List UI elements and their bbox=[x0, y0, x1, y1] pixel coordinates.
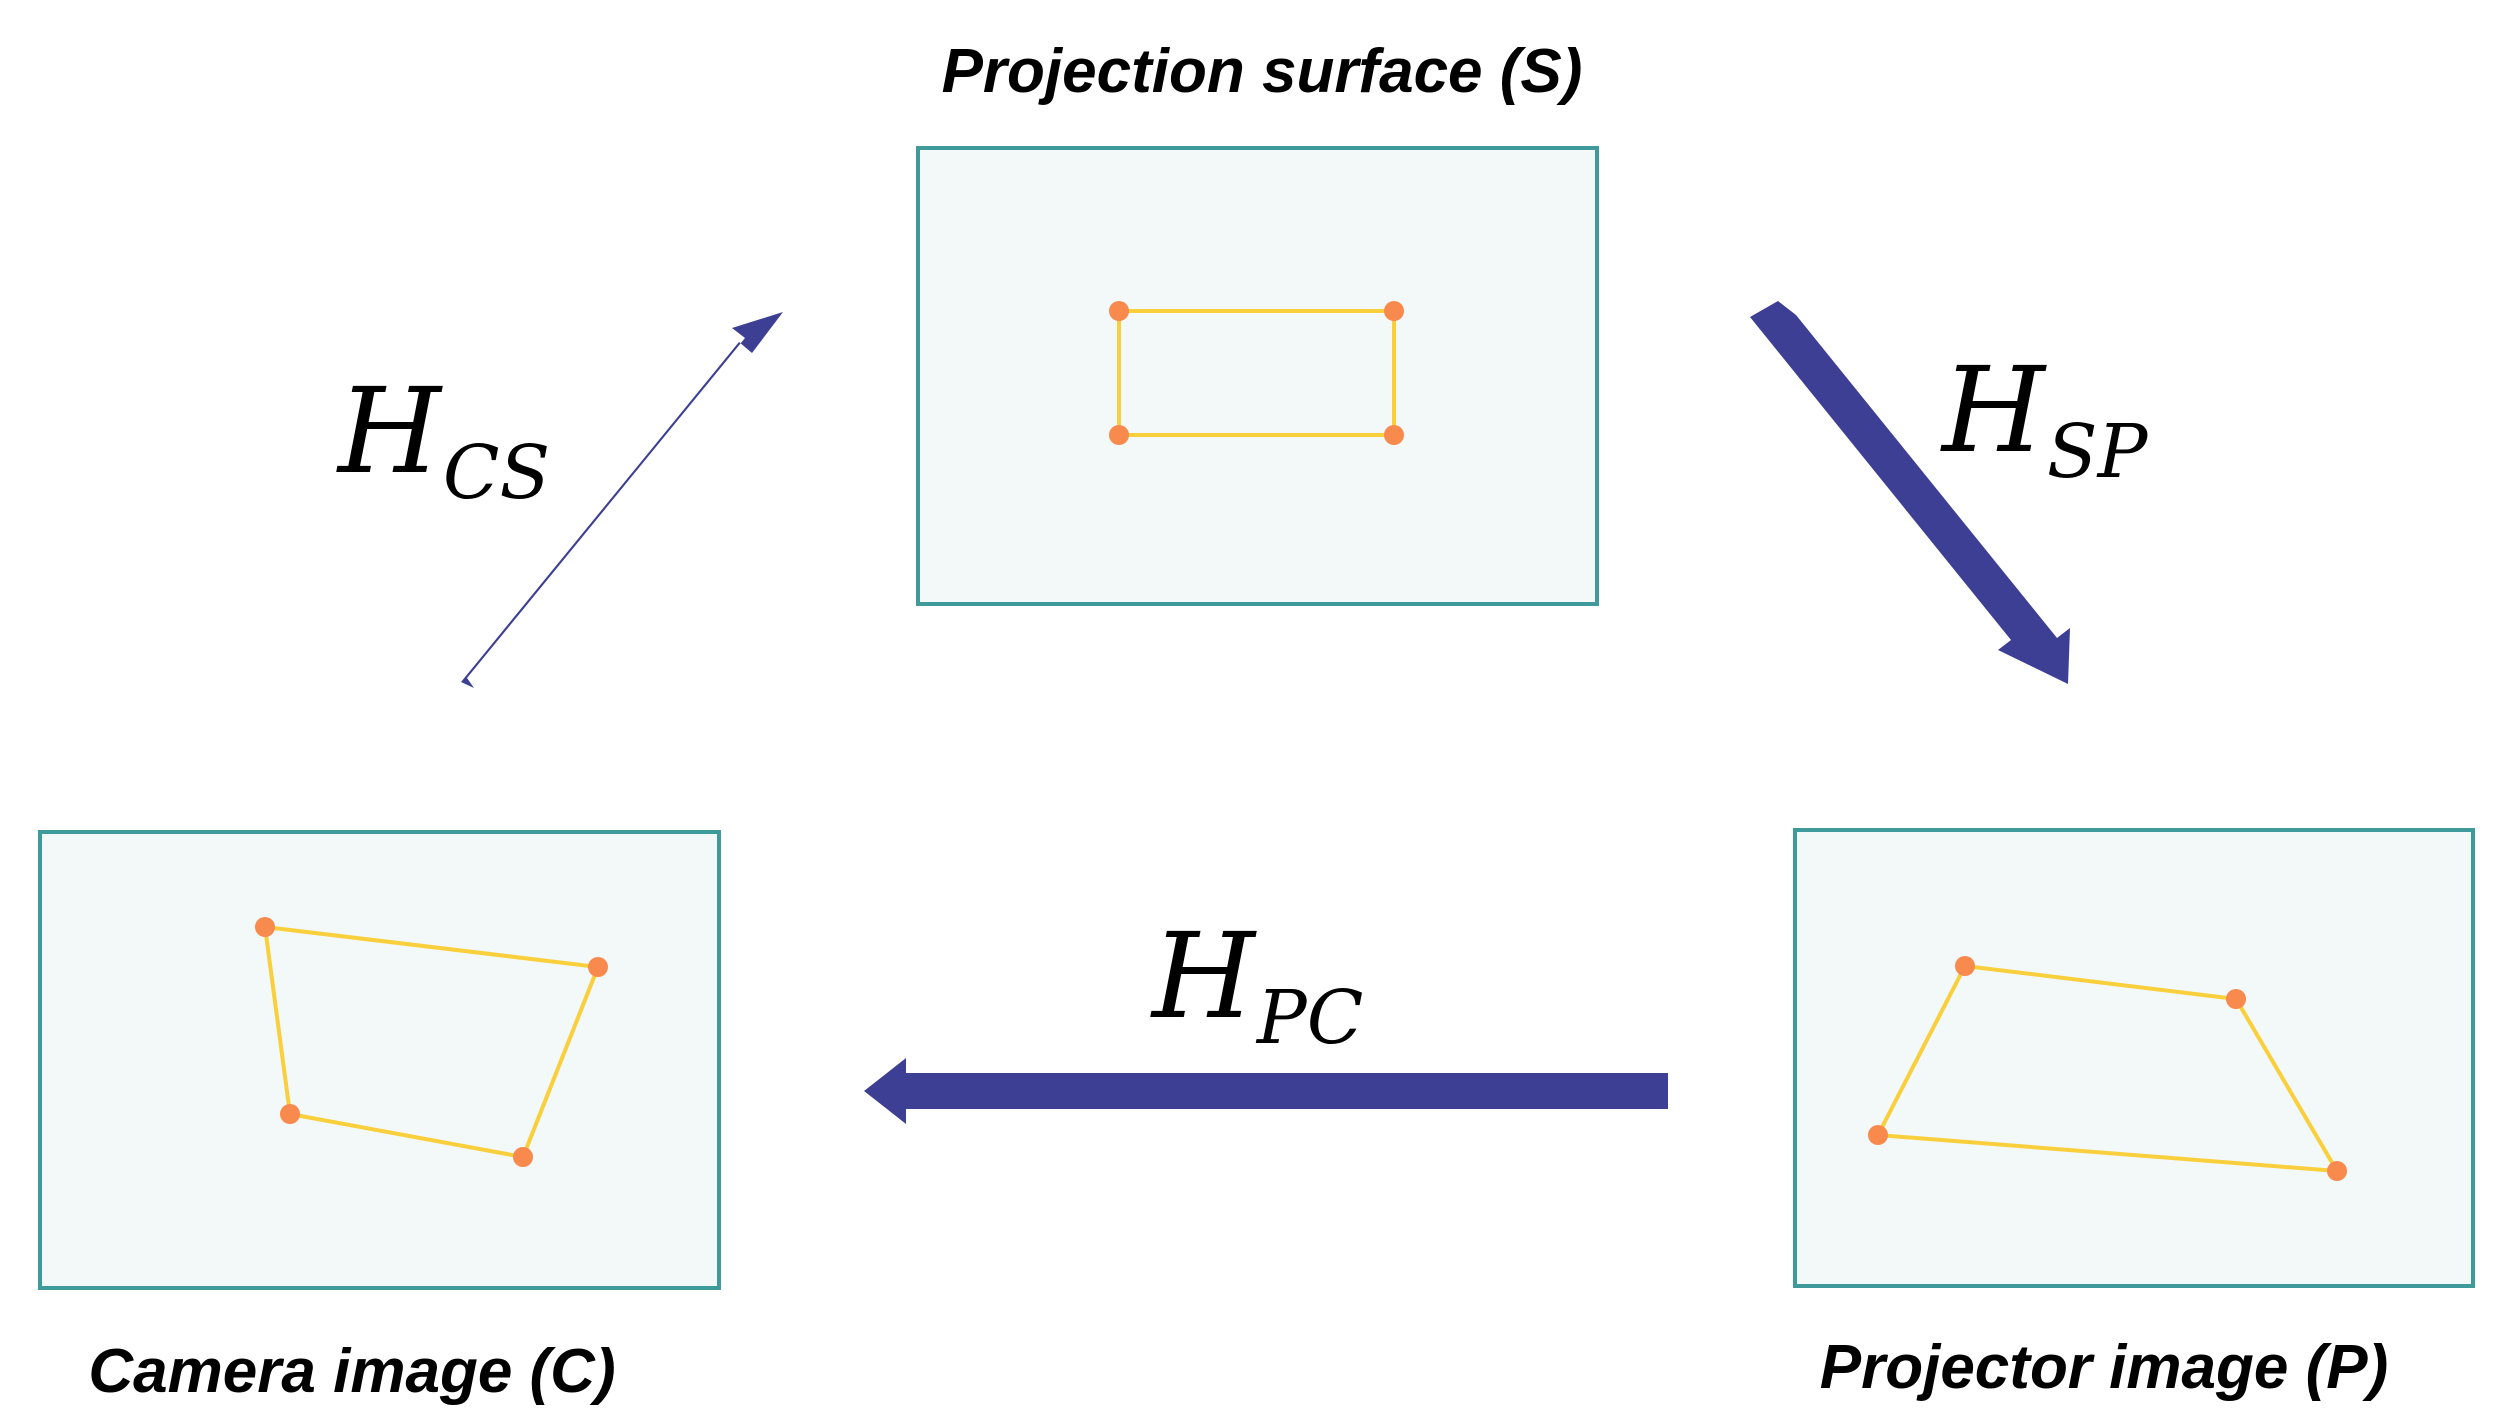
surface-label: Projection surface (S) bbox=[942, 37, 1583, 106]
camera-corner-dot bbox=[255, 917, 275, 937]
surface-corner-dot bbox=[1109, 425, 1129, 445]
transform-label-pc: HPC bbox=[1150, 907, 1363, 1061]
projector-corner-dot bbox=[2327, 1161, 2347, 1181]
surface-corner-dot bbox=[1384, 425, 1404, 445]
transform-sp-main: H bbox=[1940, 341, 2047, 479]
transform-cs-sub: CS bbox=[443, 430, 550, 516]
transform-pc-sub: PC bbox=[1255, 975, 1363, 1061]
camera-label: Camera image (C) bbox=[88, 1337, 615, 1406]
transform-cs-main: H bbox=[336, 362, 443, 500]
camera-panel bbox=[38, 830, 721, 1290]
projector-panel bbox=[1793, 828, 2475, 1288]
projector-corner-dot bbox=[2226, 989, 2246, 1009]
surface-panel bbox=[916, 146, 1599, 606]
camera-corner-dot bbox=[513, 1147, 533, 1167]
projector-label: Projector image (P) bbox=[1820, 1333, 2388, 1402]
transform-pc-main: H bbox=[1150, 907, 1257, 1045]
camera-panel-frame bbox=[38, 830, 721, 1290]
surface-corner-dot bbox=[1109, 301, 1129, 321]
transform-sp-sub: SP bbox=[2047, 409, 2149, 495]
projector-panel-frame bbox=[1793, 828, 2475, 1288]
projector-corner-dot bbox=[1955, 956, 1975, 976]
arrow-surface-to-projector bbox=[1750, 301, 2070, 684]
transform-label-sp: HSP bbox=[1940, 341, 2149, 495]
projector-corner-dot bbox=[1868, 1125, 1888, 1145]
surface-panel-frame bbox=[916, 146, 1599, 606]
camera-corner-dot bbox=[280, 1104, 300, 1124]
transform-label-cs: HCS bbox=[336, 362, 550, 516]
arrow-camera-to-surface bbox=[461, 312, 783, 688]
surface-corner-dot bbox=[1384, 301, 1404, 321]
camera-corner-dot bbox=[588, 957, 608, 977]
arrow-projector-to-camera bbox=[864, 1058, 1668, 1124]
